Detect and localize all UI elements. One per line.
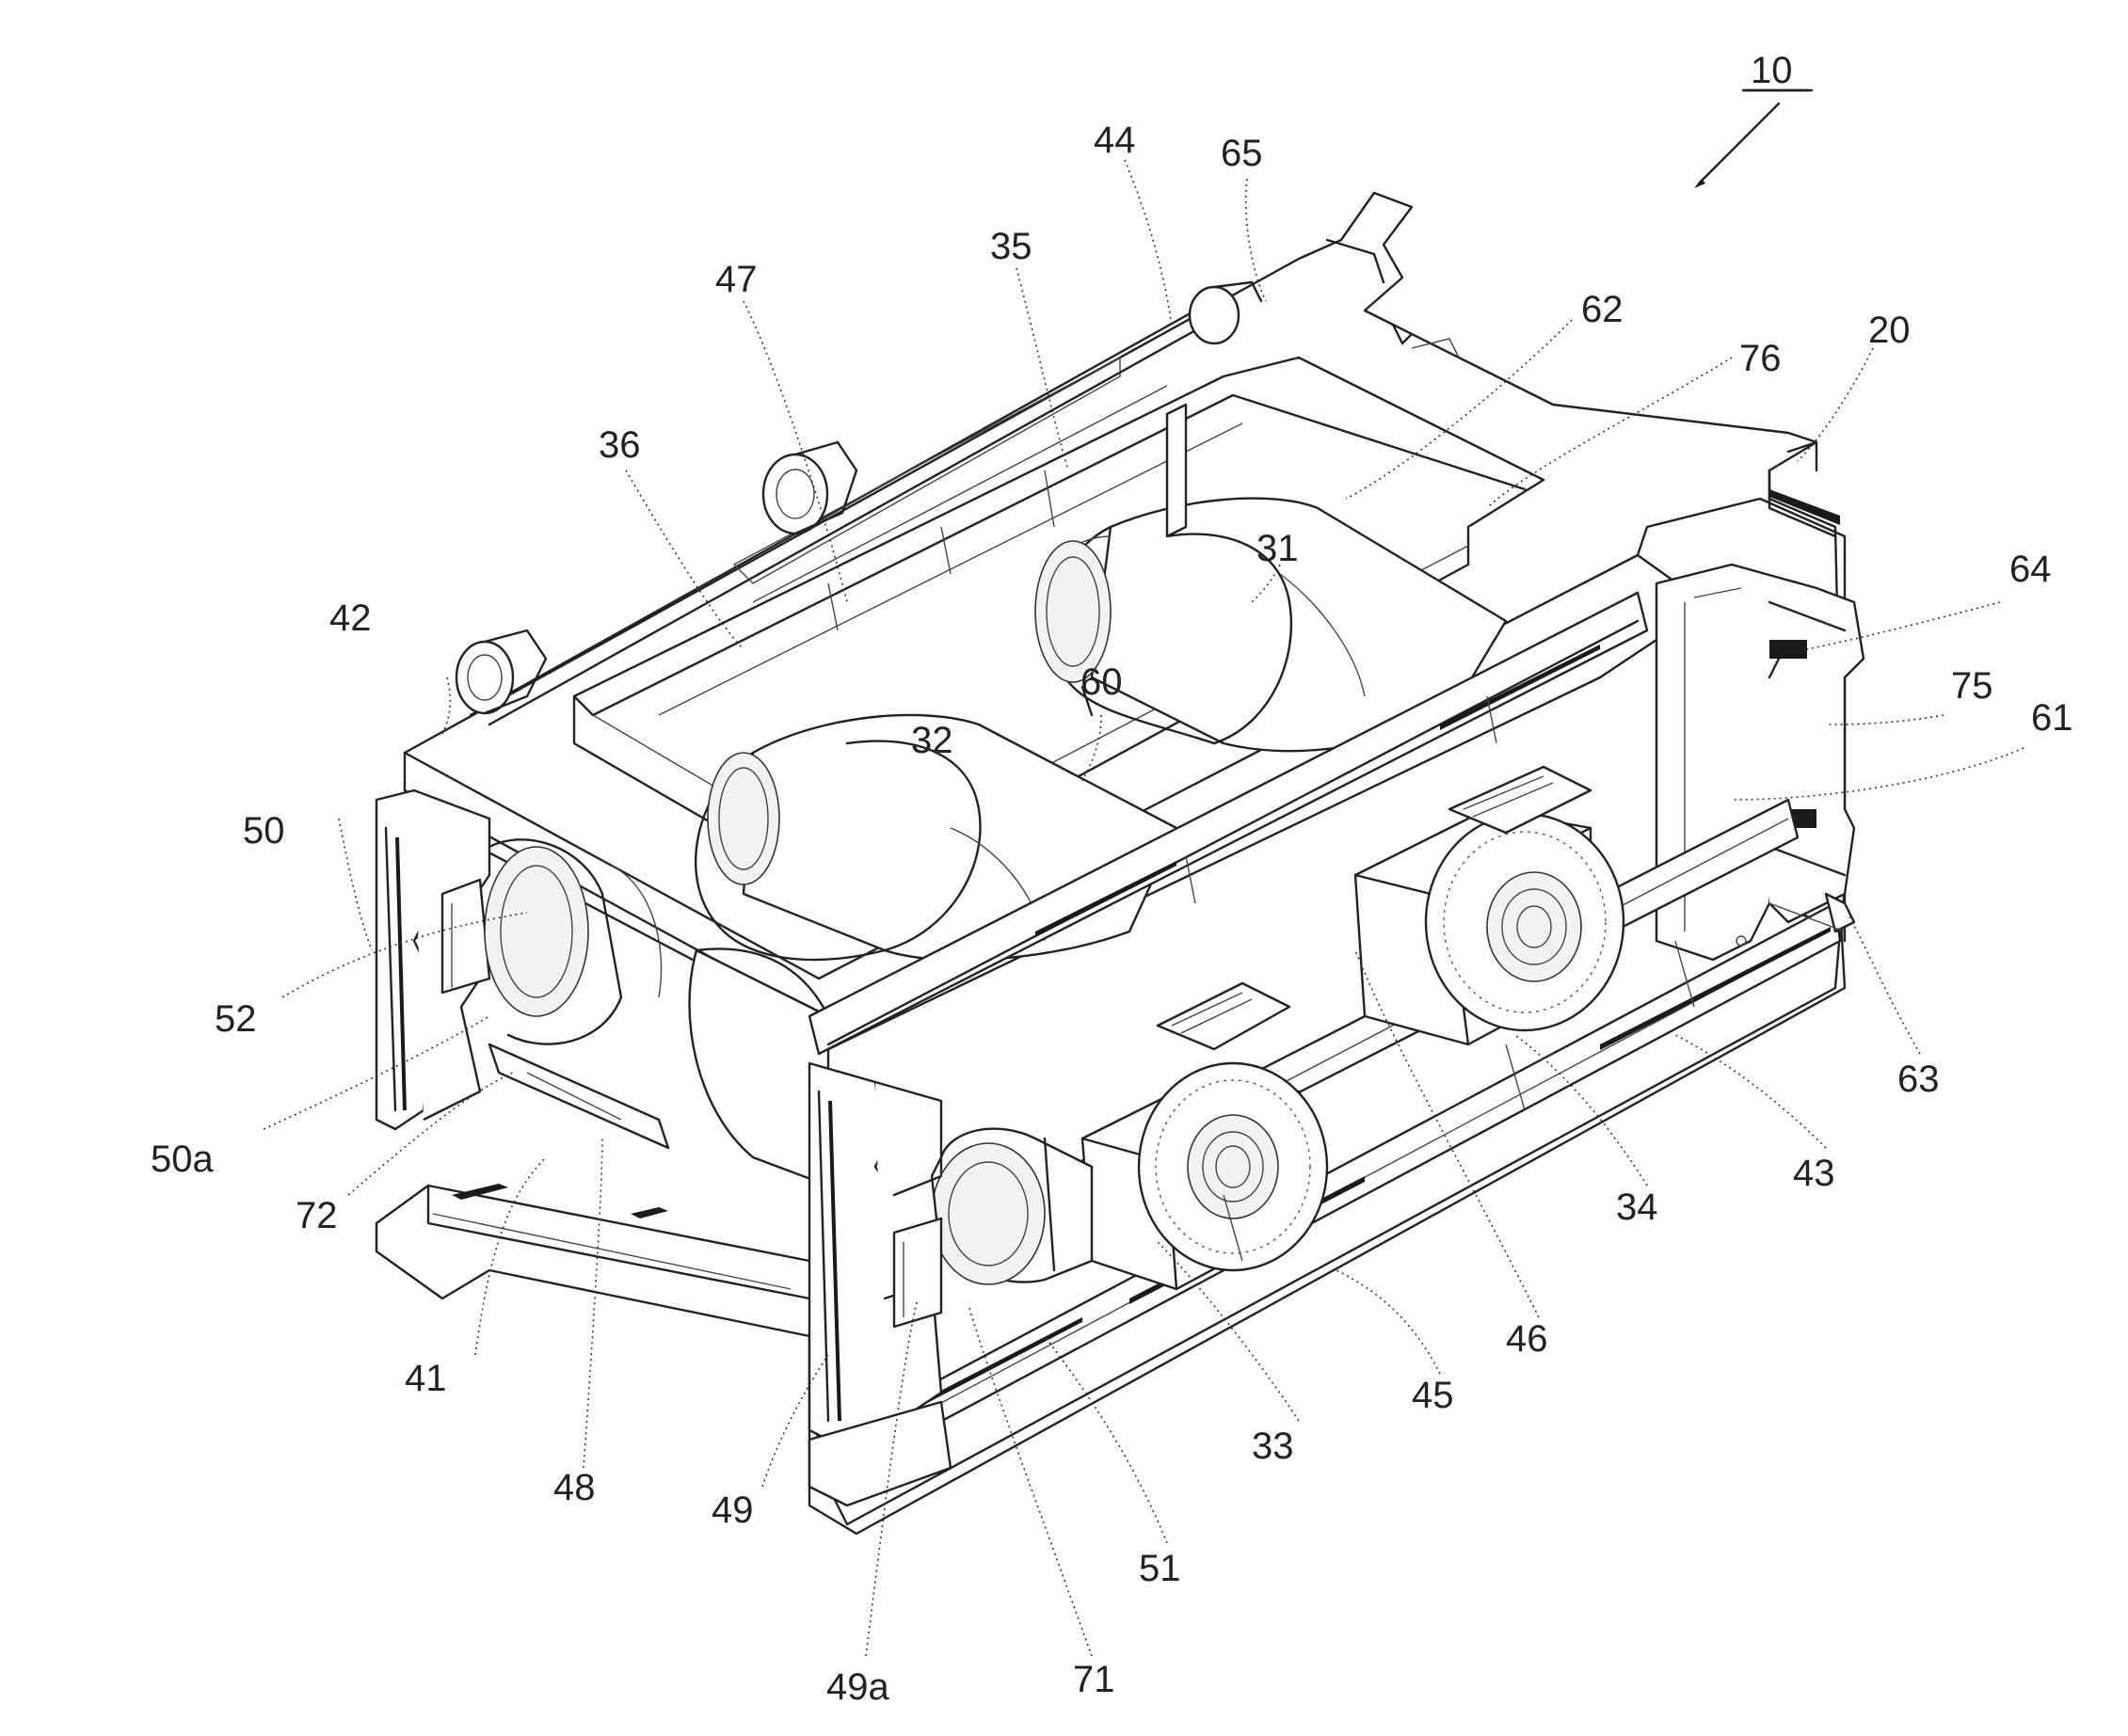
label-65: 65 [1221,133,1263,174]
front-left-upright [809,1063,951,1505]
label-35: 35 [990,226,1032,267]
label-63: 63 [1897,1059,1940,1100]
label-51: 51 [1139,1548,1181,1589]
label-60: 60 [1080,661,1123,703]
label-49: 49 [712,1489,754,1531]
label-45: 45 [1412,1375,1454,1416]
label-49a: 49a [826,1666,889,1708]
label-62: 62 [1581,289,1624,330]
label-64: 64 [2009,549,2052,590]
label-34: 34 [1616,1187,1658,1228]
label-33: 33 [1252,1425,1294,1467]
label-36: 36 [599,424,641,466]
label-42: 42 [329,597,372,639]
label-10: 10 [1751,50,1793,91]
label-32: 32 [911,720,953,761]
label-48: 48 [553,1467,596,1508]
label-72: 72 [296,1195,338,1236]
label-46: 46 [1506,1318,1548,1360]
label-31: 31 [1256,528,1299,569]
gear-unit-34 [1355,767,1624,1044]
label-76: 76 [1739,338,1782,379]
label-50: 50 [243,810,285,852]
coupling-51 [932,1129,1092,1284]
ref-10-arrow [1694,90,1809,188]
label-71: 71 [1073,1659,1115,1700]
label-61: 61 [2031,697,2073,739]
label-44: 44 [1094,119,1136,161]
label-41: 41 [405,1358,447,1399]
label-75: 75 [1951,665,1993,707]
label-47: 47 [715,259,758,300]
label-20: 20 [1868,310,1911,351]
label-43: 43 [1793,1153,1835,1194]
label-50a: 50a [151,1139,214,1180]
label-52: 52 [215,998,257,1040]
gear-unit-33 [1082,983,1327,1289]
